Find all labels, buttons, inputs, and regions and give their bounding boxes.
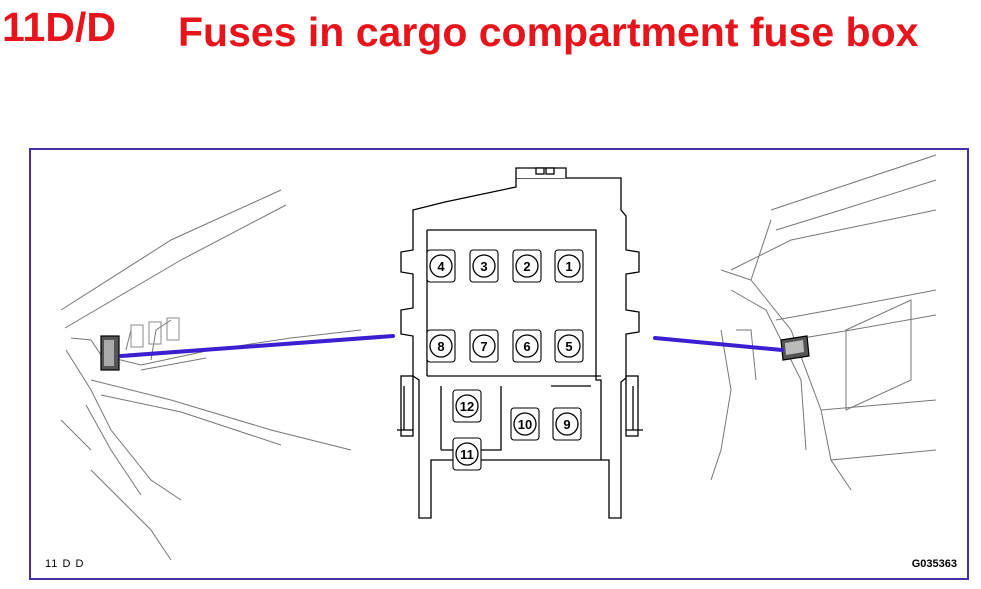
figure-label: 11 D D — [45, 558, 85, 570]
left-vehicle-sketch — [60, 189, 362, 561]
fuse-number-label: 5 — [565, 339, 572, 354]
fuse-circle — [429, 334, 453, 358]
figure-id: G035363 — [911, 558, 957, 570]
fuse-number-label: 7 — [480, 339, 487, 354]
right-vehicle-sketch — [710, 154, 937, 491]
fuse-number-label: 4 — [437, 259, 445, 274]
fuse-number-label: 3 — [480, 259, 487, 274]
fuse-4: 4 — [426, 249, 456, 283]
fuse-circle — [515, 254, 539, 278]
fuse-circle — [513, 412, 537, 436]
fuse-12: 12 — [452, 389, 482, 423]
fuse-2: 2 — [512, 249, 542, 283]
fuse-number-label: 1 — [565, 259, 572, 274]
fuse-number-label: 12 — [460, 399, 474, 414]
page-title: Fuses in cargo compartment fuse box — [178, 9, 919, 55]
fuse-number-label: 11 — [460, 447, 474, 462]
fuse-circle — [557, 254, 581, 278]
fuse-number-label: 8 — [437, 339, 444, 354]
fuse-circle — [455, 394, 479, 418]
fuse-8: 8 — [426, 329, 456, 363]
fuse-circle — [429, 254, 453, 278]
fuse-circle — [515, 334, 539, 358]
fuse-layer: 4 3 2 1 8 7 6 5 12 10 9 11 — [426, 249, 584, 471]
fuse-3: 3 — [469, 249, 499, 283]
fuse-circle — [472, 254, 496, 278]
section-code: 11D/D — [2, 4, 116, 50]
fuse-circle — [472, 334, 496, 358]
fuse-box-diagram: 4 3 2 1 8 7 6 5 12 10 9 11 — [60, 154, 937, 561]
leader-line-right — [653, 336, 784, 352]
fuse-7: 7 — [469, 329, 499, 363]
fuse-circle — [555, 412, 579, 436]
diagram-frame: 4 3 2 1 8 7 6 5 12 10 9 11 11 D D G035363 — [29, 148, 969, 580]
fuse-11: 11 — [452, 437, 482, 471]
fuse-10: 10 — [510, 407, 540, 441]
fuse-number-label: 10 — [518, 417, 532, 432]
fuse-circle — [557, 334, 581, 358]
fuse-1: 1 — [554, 249, 584, 283]
fuse-number-label: 2 — [523, 259, 530, 274]
fuse-9: 9 — [552, 407, 582, 441]
fuse-number-label: 9 — [563, 417, 570, 432]
fuse-circle — [455, 442, 479, 466]
fuse-6: 6 — [512, 329, 542, 363]
leader-line-left — [119, 334, 395, 358]
fuse-number-label: 6 — [523, 339, 530, 354]
fuse-5: 5 — [554, 329, 584, 363]
